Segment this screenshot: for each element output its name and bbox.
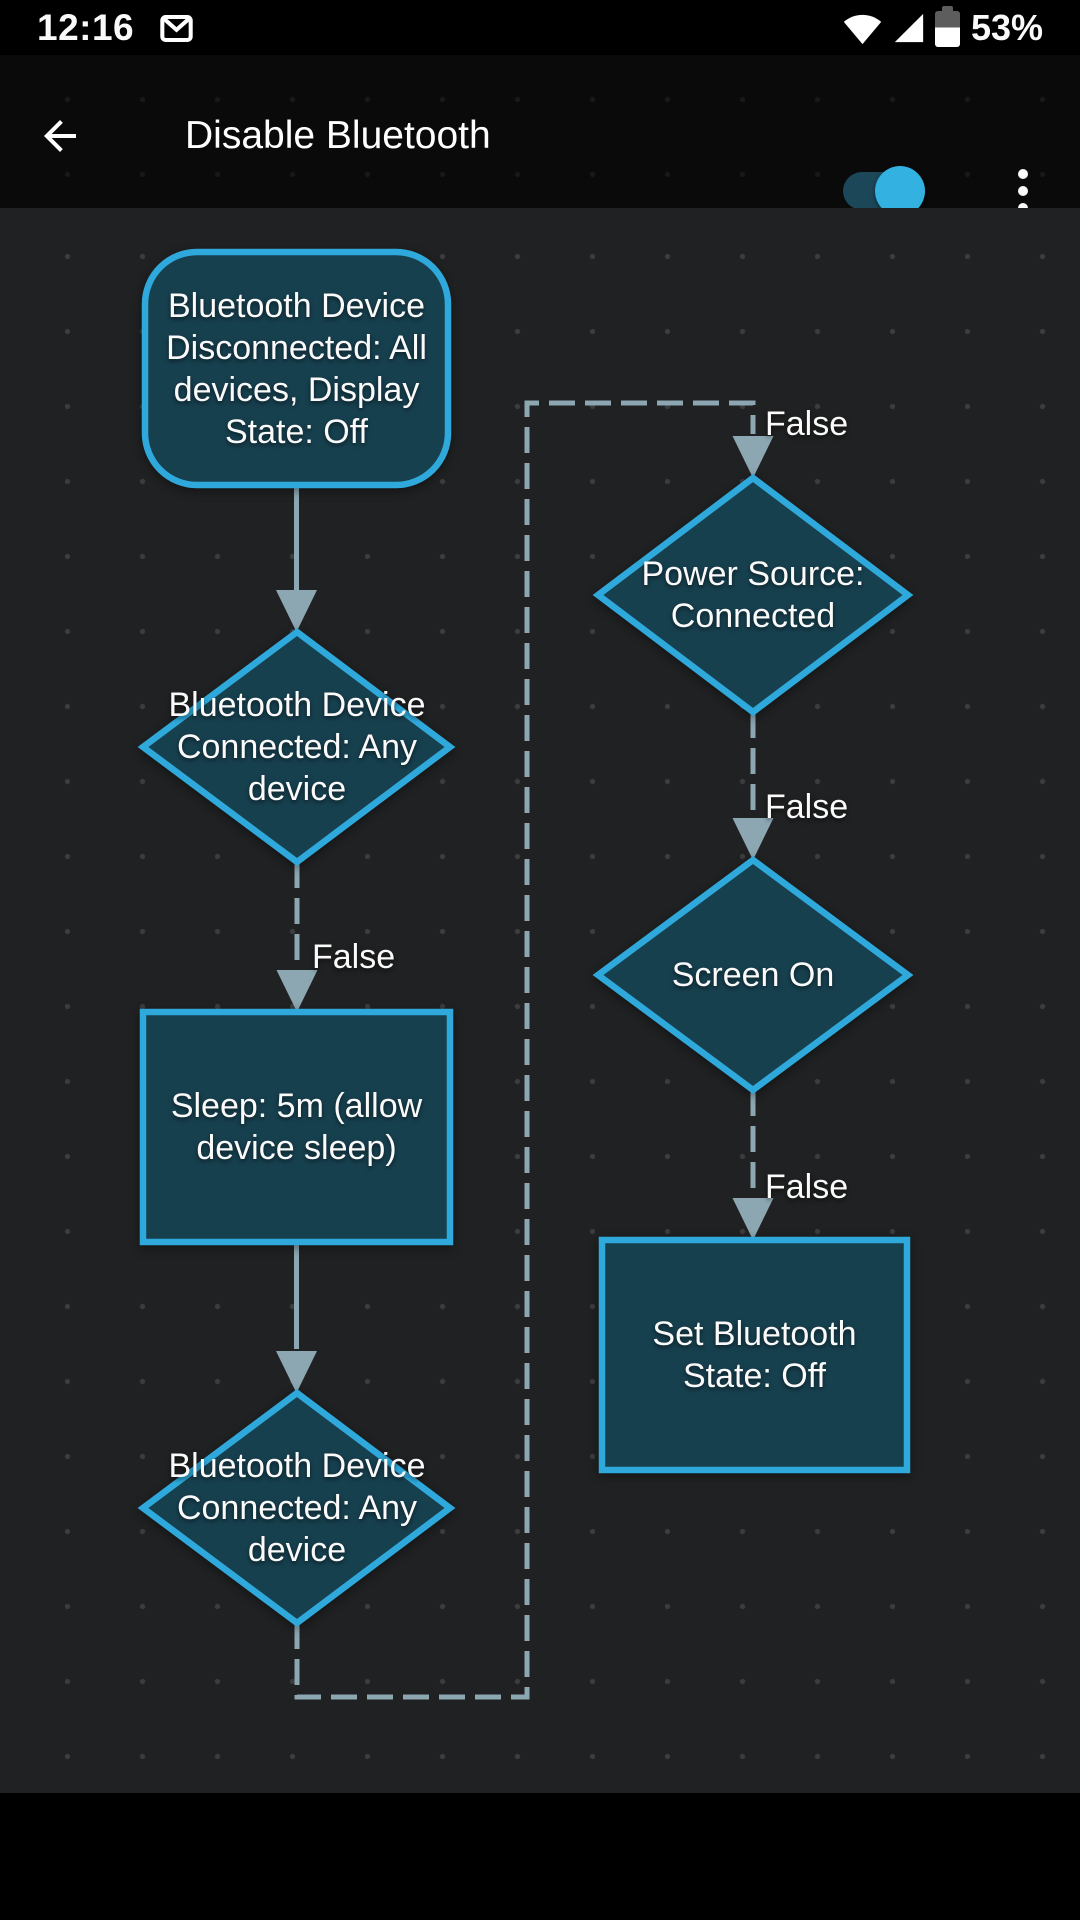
flow-enabled-toggle[interactable] [843,166,925,216]
flowchart-canvas[interactable]: Bluetooth Device Disconnected: All devic… [0,208,1080,1793]
node-power-shape[interactable] [592,473,914,717]
back-arrow-icon [44,120,76,152]
arrowhead [276,1351,317,1393]
arrowhead [276,970,318,1012]
status-bar: 12:16 53% [0,0,1080,55]
page-title: Disable Bluetooth [185,114,491,157]
toggle-thumb [875,166,925,216]
edge-label-false: False [765,788,849,826]
node-screen-shape[interactable] [592,855,914,1095]
wifi-icon [843,14,882,44]
status-icons: 53% [842,0,1043,55]
node-start-shape[interactable] [141,248,452,489]
back-button[interactable] [36,112,84,160]
arrowhead [732,1198,774,1240]
gmail-icon [160,15,193,42]
overflow-dot [1018,169,1028,179]
arrowhead [732,818,774,860]
cell-signal-icon [894,13,924,42]
battery-icon [934,5,960,47]
edge-label-false: False [765,405,849,443]
node-sleep-shape[interactable] [139,1008,454,1246]
app-bar: Disable Bluetooth [0,55,1080,216]
edge-label-false: False [765,1168,849,1206]
overflow-dot [1018,186,1028,196]
connector-decision2-false-power-loop [294,400,756,1700]
edge-label-false: False [312,938,396,976]
node-decision2-shape[interactable] [137,1388,456,1628]
battery-percent: 53% [970,6,1043,48]
clock: 12:16 [37,6,135,48]
nav-bar [0,1793,1080,1920]
arrowhead [732,436,774,478]
node-decision1-shape[interactable] [137,627,456,867]
arrowhead [276,590,317,632]
node-setbt-shape[interactable] [598,1236,911,1474]
